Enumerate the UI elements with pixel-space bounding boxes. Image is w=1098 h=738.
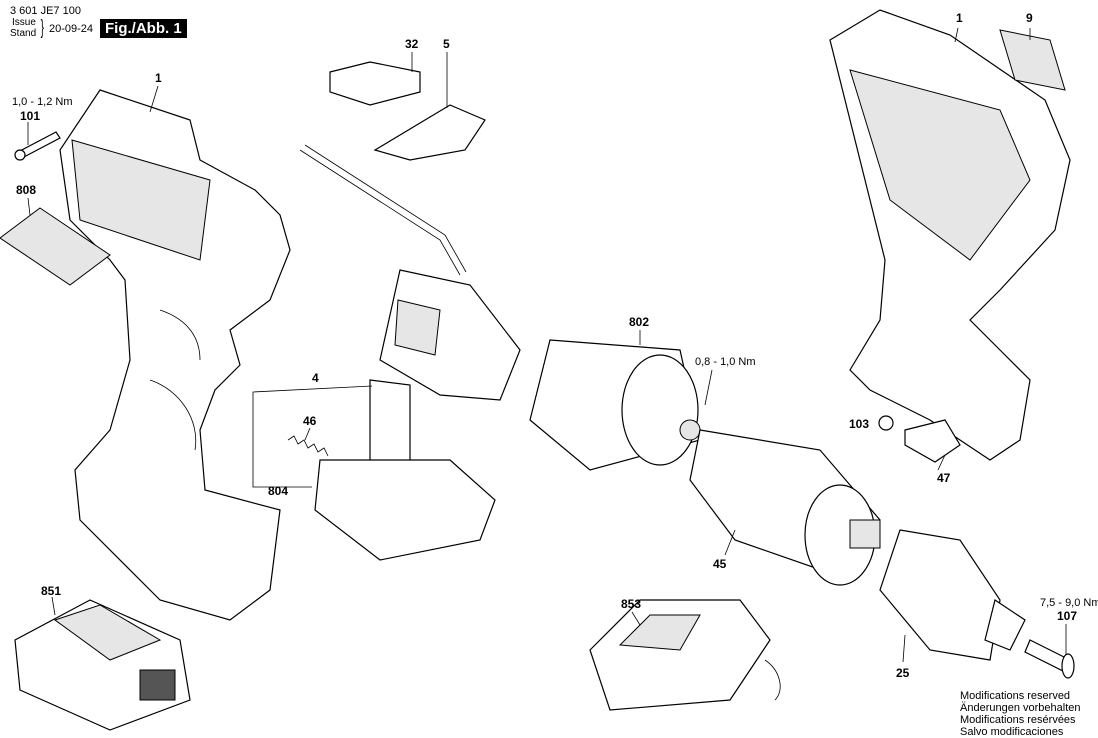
part-label-45: 45 (713, 557, 727, 571)
part-label-4: 4 (312, 371, 319, 385)
torque-107: 7,5 - 9,0 Nm (1040, 597, 1098, 609)
issue-date: 20-09-24 (49, 23, 94, 35)
part-label-5: 5 (443, 37, 450, 51)
screw-107 (1024, 639, 1075, 679)
part-label-804: 804 (268, 484, 289, 498)
figure-label: Fig./Abb. 1 (100, 19, 187, 38)
part-label-808: 808 (16, 183, 37, 197)
notice-fr: Modifications resérvées (960, 714, 1076, 726)
spring-46 (287, 435, 329, 457)
torque-101: 1,0 - 1,2 Nm (12, 96, 73, 108)
right-housing-half (829, 9, 1071, 461)
switch-slider-32 (329, 61, 421, 106)
part-103 (878, 415, 894, 431)
label-sticker-808 (0, 207, 111, 286)
notice-en: Modifications reserved (960, 690, 1071, 702)
part-label-1-right: 1 (956, 11, 963, 25)
part-label-32: 32 (405, 37, 419, 51)
part-label-107: 107 (1057, 609, 1078, 623)
torque-802: 0,8 - 1,0 Nm (695, 356, 756, 368)
charger-853 (589, 599, 781, 711)
part-label-1: 1 (155, 71, 162, 85)
part-label-851: 851 (41, 584, 62, 598)
part-label-9: 9 (1026, 11, 1033, 25)
motor-802 (529, 339, 701, 471)
part-label-103: 103 (849, 417, 870, 431)
part-label-47: 47 (937, 471, 951, 485)
doc-number: 3 601 JE7 100 (10, 5, 81, 17)
switch-slider-5 (373, 104, 486, 161)
stand-label: Stand (10, 28, 37, 39)
left-housing-half (59, 89, 291, 621)
part-label-853: 853 (621, 597, 642, 611)
part-label-101: 101 (20, 109, 41, 123)
notice-de: Änderungen vorbehalten (960, 702, 1081, 714)
part-label-46: 46 (303, 414, 317, 428)
battery-pack-851 (14, 599, 191, 731)
modifications-notice: Modifications reserved Änderungen vorbeh… (960, 690, 1080, 738)
cover-47 (904, 419, 961, 463)
brace: } (40, 17, 45, 39)
chuck-25 (879, 529, 1026, 661)
screw-101 (14, 131, 61, 161)
part-label-25: 25 (896, 666, 910, 680)
issue-label: Issue (12, 17, 36, 28)
switch-assembly-4 (299, 144, 521, 561)
label-sticker-9 (999, 29, 1066, 91)
gearbox-45 (689, 429, 881, 586)
notice-es: Salvo modificaciones (960, 726, 1064, 738)
part-label-802: 802 (629, 315, 650, 329)
